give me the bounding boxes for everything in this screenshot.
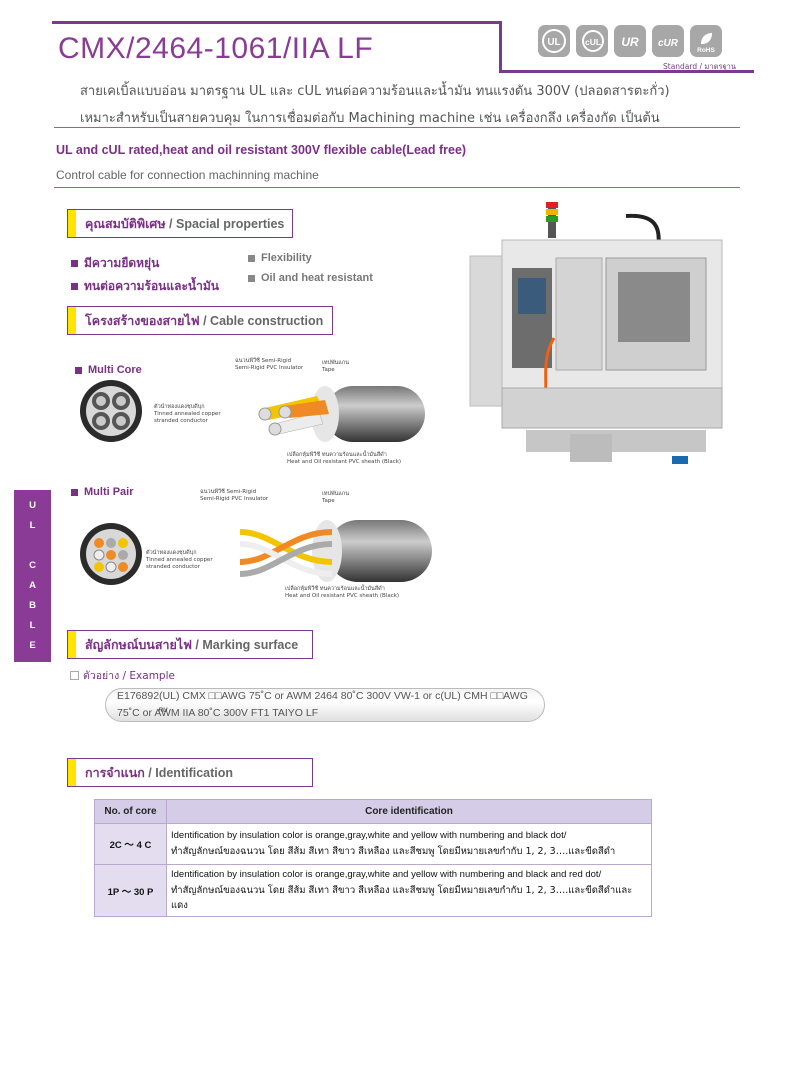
section-title-en: / Marking surface [191, 637, 299, 652]
bullet-square-icon [71, 260, 78, 267]
cell-core-count: 2C 〜 4 C [94, 823, 167, 865]
ur-recognized-icon: UR [614, 25, 646, 57]
marked-cable-illustration [105, 688, 545, 722]
identification-th: ทำสัญลักษณ์ของฉนวน โดย สีส้ม สีเทา สีขาว… [171, 884, 633, 912]
badge-text-ul: UL [547, 37, 560, 48]
property-th: ทนต่อความร้อนและน้ำมัน [84, 279, 219, 293]
section-marker [68, 759, 76, 786]
badge-text-rohs: RoHS [697, 47, 715, 54]
standard-label: Standard / มาตรฐาน [663, 62, 736, 71]
section-title-th: สัญลักษณ์บนสายไฟ [85, 636, 192, 652]
badge-text-ur: UR [621, 35, 639, 49]
multi-core-cable-diagram-icon [258, 386, 425, 442]
identification-en: Identification by insulation color is or… [171, 869, 602, 880]
cur-recognized-icon: cUR [652, 25, 684, 57]
marking-line1: E176892(UL) CMX □□AWG 75˚C or AWM 2464 8… [117, 690, 528, 702]
table-row: 1P 〜 30 P Identification by insulation c… [94, 863, 652, 918]
cell-core-identification: Identification by insulation color is or… [166, 863, 652, 918]
multi-pair-cable-diagram-icon [239, 520, 432, 582]
multi-core-cross-section-icon [80, 380, 142, 442]
side-tab-letter: B [29, 600, 36, 611]
badge-text-cul: cUL [585, 37, 601, 47]
divider [54, 127, 740, 128]
bullet-square-icon [248, 274, 255, 282]
multi-pair-sheath-label: เปลือกหุ้มพีวีซี ทนความร้อนและน้ำมันสีดำ… [285, 586, 400, 599]
english-headline: UL and cUL rated,heat and oil resistant … [56, 143, 467, 157]
ur-mark-icon: ᴿᵁ [158, 706, 168, 716]
property-en: Oil and heat resistant [261, 272, 373, 284]
property-item: มีความยืดหยุ่น [71, 254, 159, 273]
side-tab-letter: L [29, 520, 36, 531]
header-rule-top [52, 21, 501, 24]
example-label: ตัวอย่าง / Example [70, 667, 175, 684]
section-cable-construction: โครงสร้างของสายไฟ / Cable construction [67, 306, 333, 335]
side-tab-letter: L [29, 620, 36, 631]
multi-pair-label: Multi Pair [71, 486, 134, 498]
rohs-leaf-icon: RoHS [690, 25, 722, 57]
header-rule-bottom [499, 70, 754, 73]
property-item-en: Oil and heat resistant [248, 272, 373, 284]
identification-th: ทำสัญลักษณ์ของฉนวน โดย สีส้ม สีเทา สีขาว… [171, 846, 616, 857]
description-th-line2: เหมาะสำหรับเป็นสายควบคุม ในการเชื่อมต่อก… [80, 111, 660, 126]
multi-core-sheath-label: เปลือกหุ้มพีวีซี ทนความร้อนและน้ำมันสีดำ… [287, 452, 402, 465]
table-row: 2C 〜 4 C Identification by insulation co… [94, 823, 652, 865]
table-header-row: No. of core Core identification [94, 799, 652, 824]
section-identification: การจำแนก / Identification [67, 758, 313, 787]
side-tab-letter: E [29, 640, 36, 651]
side-tab-letter: U [29, 500, 36, 511]
bullet-square-icon [75, 366, 82, 374]
bullet-square-icon [248, 254, 255, 262]
section-title-en: / Identification [144, 765, 234, 780]
cell-core-count: 1P 〜 30 P [94, 863, 167, 918]
certification-badges: UL cUL UR cUR RoHS [538, 25, 722, 57]
machining-center-photo [469, 202, 723, 464]
section-title-th: โครงสร้างของสายไฟ [85, 312, 200, 328]
section-title-th: คุณสมบัติพิเศษ [85, 215, 166, 231]
description-th-line1: สายเคเบิ้ลแบบอ่อน มาตรฐาน UL และ cUL ทนต… [80, 84, 670, 99]
identification-en: Identification by insulation color is or… [171, 830, 567, 842]
property-item: ทนต่อความร้อนและน้ำมัน [71, 277, 219, 296]
section-title-en: / Cable construction [199, 313, 324, 328]
section-marking-surface: สัญลักษณ์บนสายไฟ / Marking surface [67, 630, 313, 659]
section-marker [68, 631, 76, 658]
identification-table: No. of core Core identification 2C 〜 4 C… [94, 799, 652, 918]
divider [54, 187, 740, 188]
side-tab-letter: C [29, 560, 36, 571]
column-header-cores: No. of core [94, 799, 167, 824]
multi-core-label: Multi Core [75, 364, 142, 376]
header-rule-vertical [499, 21, 502, 73]
checkbox-square-icon [70, 671, 79, 680]
ul-cable-side-tab: U L C A B L E [14, 490, 51, 662]
bullet-square-icon [71, 488, 78, 496]
side-tab-letter: A [29, 580, 36, 591]
section-title-th: การจำแนก [85, 764, 145, 780]
cul-listed-icon: cUL [576, 25, 608, 57]
column-header-identification: Core identification [166, 799, 652, 824]
ul-listed-icon: UL [538, 25, 570, 57]
property-th: มีความยืดหยุ่น [84, 256, 160, 270]
english-subheadline: Control cable for connection machinning … [56, 168, 319, 182]
section-title-en: / Spacial properties [165, 216, 285, 231]
multi-pair-cross-section-icon [80, 523, 142, 585]
section-marker [68, 307, 76, 334]
bullet-square-icon [71, 283, 78, 290]
property-item-en: Flexibility [248, 252, 312, 264]
section-marker [68, 210, 76, 237]
product-title: CMX/2464-1061/IIA LF [58, 32, 374, 65]
property-en: Flexibility [261, 252, 312, 264]
cell-core-identification: Identification by insulation color is or… [166, 823, 652, 865]
badge-text-cur: cUR [658, 38, 679, 49]
section-special-properties: คุณสมบัติพิเศษ / Spacial properties [67, 209, 293, 238]
marking-line2: 75˚C or AWM IIA 80˚C 300V FT1 TAIYO LF [117, 707, 319, 719]
